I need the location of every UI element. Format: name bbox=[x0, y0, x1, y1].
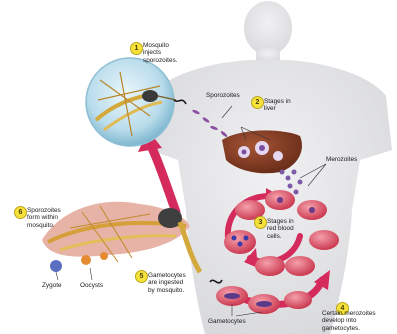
label-zygote: Zygote bbox=[42, 282, 62, 289]
step-badge-6: 6 bbox=[14, 206, 27, 219]
mosquito-gut bbox=[42, 202, 200, 272]
step-badge-3: 3 bbox=[254, 216, 267, 229]
step-badge-5: 5 bbox=[135, 270, 148, 283]
label-stages-in-liver: Stages in liver bbox=[264, 98, 291, 113]
label-merozoites: Merozoites bbox=[326, 156, 357, 163]
label-mosquito-injects: Mosquito injects sporozoites. bbox=[143, 42, 177, 64]
label-oocysts: Oocysts bbox=[80, 282, 103, 289]
step-badge-1: 1 bbox=[130, 42, 143, 55]
step-badge-2: 2 bbox=[251, 96, 264, 109]
label-sporozoites: Sporozoites bbox=[206, 92, 240, 99]
label-sporozoites-form: Sporozoites form within mosquito. bbox=[27, 207, 61, 229]
label-stages-in-red-blood-cells: Stages in red blood cells. bbox=[267, 218, 294, 240]
label-gametocytes-ingested: Gametocytes are ingested by mosquito. bbox=[148, 272, 186, 294]
label-gametocytes: Gametocytes bbox=[208, 318, 246, 325]
label-certain-merozoites: Certain merozoites develop into gametocy… bbox=[322, 310, 376, 332]
